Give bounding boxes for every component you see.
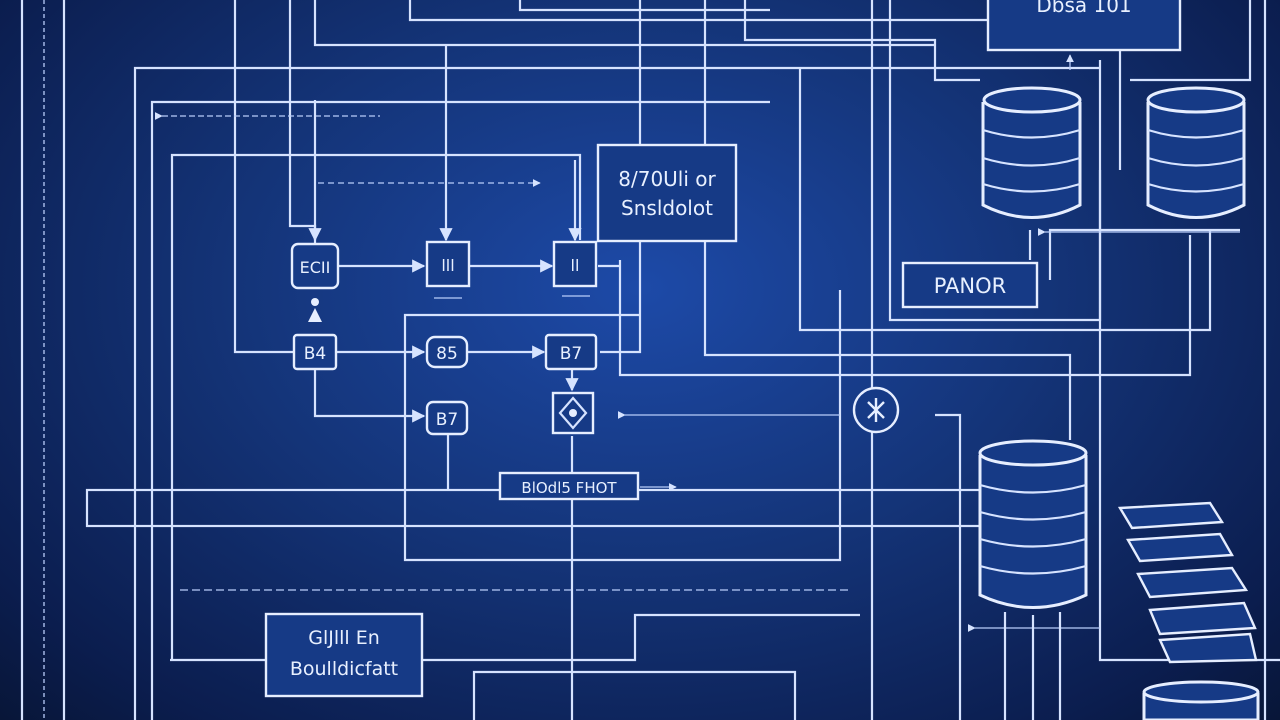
block-bar-label: BlOdl5 FHOT [521, 479, 617, 497]
frame-lines [20, 0, 1280, 720]
server-box-line2: Snsldolot [621, 196, 713, 220]
top-box: Dbsa 101 [986, 0, 1182, 52]
node-b: 85 [425, 335, 469, 369]
chip-2-label: lll [441, 256, 454, 275]
server-box: 8/70Uli or Snsldolot [596, 143, 738, 243]
database-icon-3 [978, 439, 1088, 720]
bottom-box-line1: GlJlll En [308, 627, 380, 649]
chip-1-label: ECII [300, 258, 331, 277]
node-c-label: B7 [560, 344, 582, 364]
chip-1: ECII [290, 242, 340, 290]
bottom-box: GlJlll En Boulldicfatt [264, 612, 424, 698]
chip-row: ECII lll ll [290, 45, 620, 322]
top-box-label: Dbsa 101 [1036, 0, 1131, 17]
user-icon [308, 298, 322, 322]
diamond-node-icon [551, 391, 595, 435]
server-box-line1: 8/70Uli or [618, 167, 716, 191]
server-stack-icon [1117, 501, 1258, 664]
hub-icon [852, 386, 900, 434]
chip-2: lll [425, 240, 471, 299]
node-a-label: B4 [304, 344, 326, 364]
bottom-box-line2: Boulldicfatt [290, 658, 398, 680]
node-d: B7 [425, 400, 469, 436]
panor-label: PANOR [934, 274, 1007, 298]
node-c: B7 [544, 333, 598, 371]
database-icon-1 [981, 86, 1082, 219]
panor-box: PANOR [901, 261, 1039, 309]
node-grid: B4 85 B7 B7 [292, 333, 598, 720]
database-icon-2 [1146, 86, 1246, 219]
node-b-label: 85 [436, 344, 458, 364]
chip-3: ll [552, 240, 598, 297]
node-d-label: B7 [436, 410, 458, 430]
node-a: B4 [292, 333, 338, 371]
block-bar: BlOdl5 FHOT [498, 471, 640, 501]
database-icon-4 [1142, 680, 1260, 720]
chip-3-label: ll [571, 256, 580, 275]
arrow-lines [154, 54, 1240, 632]
